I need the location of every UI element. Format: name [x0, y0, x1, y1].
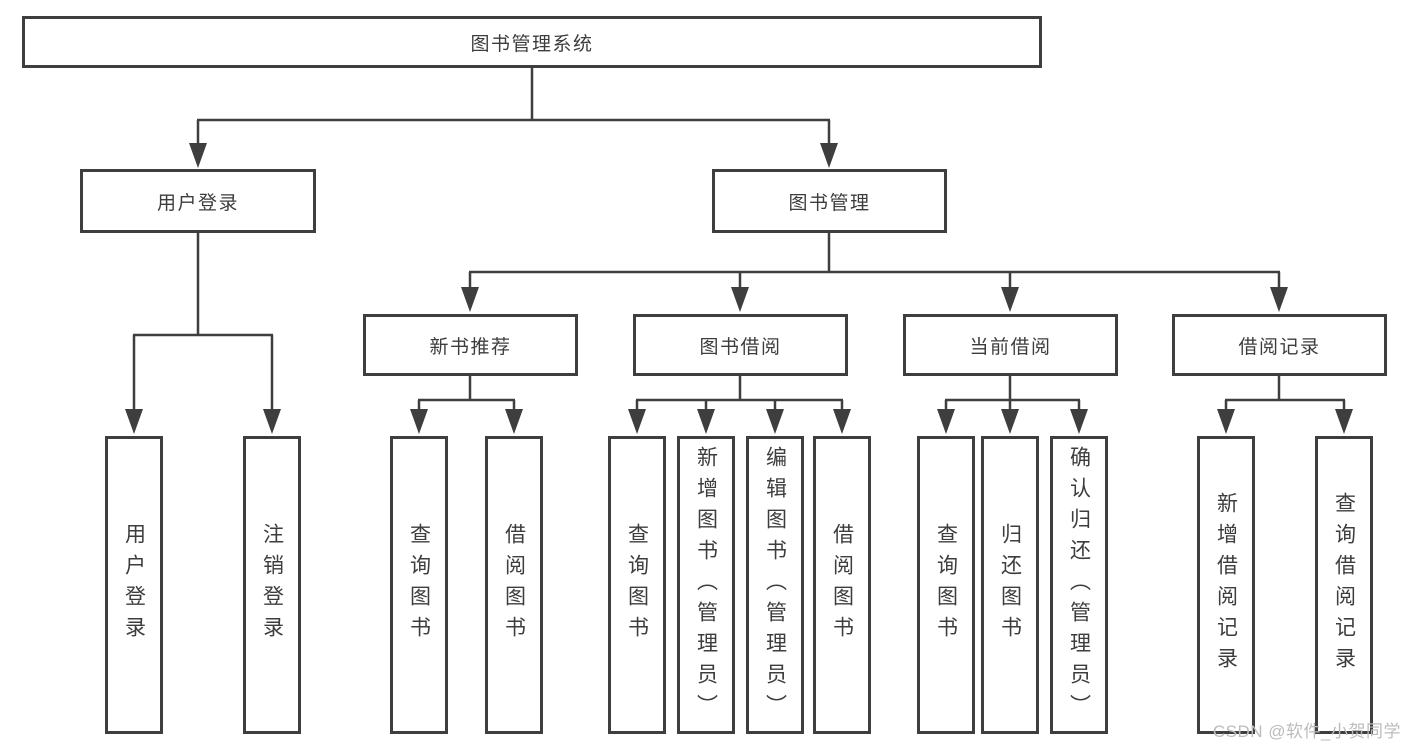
node-query-books-recommend-label: 查询图书 — [407, 523, 431, 647]
arrow-down-icon — [820, 143, 838, 168]
arrow-down-icon — [505, 409, 523, 434]
node-add-borrow-record: 新增借阅记录 — [1197, 436, 1255, 734]
node-new-book-recommend: 新书推荐 — [363, 314, 578, 376]
node-book-borrowing: 图书借阅 — [633, 314, 848, 376]
node-new-book-recommend-label: 新书推荐 — [429, 336, 512, 358]
node-book-borrowing-label: 图书借阅 — [699, 336, 782, 358]
node-book-management: 图书管理 — [712, 169, 947, 233]
node-library-management-system-label: 图书管理系统 — [470, 33, 594, 55]
node-borrow-books-label: 借阅图书 — [830, 523, 854, 647]
node-borrowing-records: 借阅记录 — [1172, 314, 1387, 376]
csdn-watermark: CSDN @软件_小贺同学 — [1212, 722, 1401, 741]
node-add-book-admin-label: 新增图书（管理员） — [694, 445, 718, 725]
node-query-books-recommend: 查询图书 — [390, 436, 448, 734]
arrow-down-icon — [1001, 409, 1019, 434]
arrow-down-icon — [731, 287, 749, 312]
node-logout-label: 注销登录 — [260, 523, 284, 647]
node-query-borrow-record-label: 查询借阅记录 — [1332, 492, 1356, 678]
node-login-label: 用户登录 — [122, 523, 146, 647]
node-confirm-return-admin: 确认归还（管理员） — [1050, 436, 1108, 734]
node-user-login-label: 用户登录 — [156, 192, 239, 214]
node-edit-book-admin-label: 编辑图书（管理员） — [763, 445, 787, 725]
arrow-down-icon — [1070, 409, 1088, 434]
node-borrowing-records-label: 借阅记录 — [1238, 336, 1321, 358]
arrow-down-icon — [263, 409, 281, 434]
node-library-management-system: 图书管理系统 — [22, 16, 1042, 68]
node-query-books-borrowing-label: 查询图书 — [625, 523, 649, 647]
node-current-borrowing: 当前借阅 — [903, 314, 1118, 376]
node-query-borrow-record: 查询借阅记录 — [1315, 436, 1373, 734]
arrow-down-icon — [1270, 287, 1288, 312]
arrow-down-icon — [1217, 409, 1235, 434]
node-add-book-admin: 新增图书（管理员） — [677, 436, 735, 734]
arrow-down-icon — [628, 409, 646, 434]
node-logout: 注销登录 — [243, 436, 301, 734]
node-borrow-books: 借阅图书 — [813, 436, 871, 734]
node-login: 用户登录 — [105, 436, 163, 734]
node-return-book-label: 归还图书 — [998, 523, 1022, 647]
arrow-down-icon — [125, 409, 143, 434]
node-confirm-return-admin-label: 确认归还（管理员） — [1067, 445, 1091, 725]
node-query-books-current-label: 查询图书 — [934, 523, 958, 647]
arrow-down-icon — [1001, 287, 1019, 312]
arrow-down-icon — [766, 409, 784, 434]
node-query-books-current: 查询图书 — [917, 436, 975, 734]
arrow-down-icon — [410, 409, 428, 434]
node-borrow-books-recommend: 借阅图书 — [485, 436, 543, 734]
node-borrow-books-recommend-label: 借阅图书 — [502, 523, 526, 647]
arrow-down-icon — [937, 409, 955, 434]
arrow-down-icon — [189, 143, 207, 168]
node-edit-book-admin: 编辑图书（管理员） — [746, 436, 804, 734]
arrow-down-icon — [697, 409, 715, 434]
node-current-borrowing-label: 当前借阅 — [969, 336, 1052, 358]
arrow-down-icon — [1335, 409, 1353, 434]
node-book-management-label: 图书管理 — [788, 192, 871, 214]
node-return-book: 归还图书 — [981, 436, 1039, 734]
node-add-borrow-record-label: 新增借阅记录 — [1214, 492, 1238, 678]
node-user-login: 用户登录 — [80, 169, 316, 233]
arrow-down-icon — [833, 409, 851, 434]
arrow-down-icon — [461, 287, 479, 312]
node-query-books-borrowing: 查询图书 — [608, 436, 666, 734]
